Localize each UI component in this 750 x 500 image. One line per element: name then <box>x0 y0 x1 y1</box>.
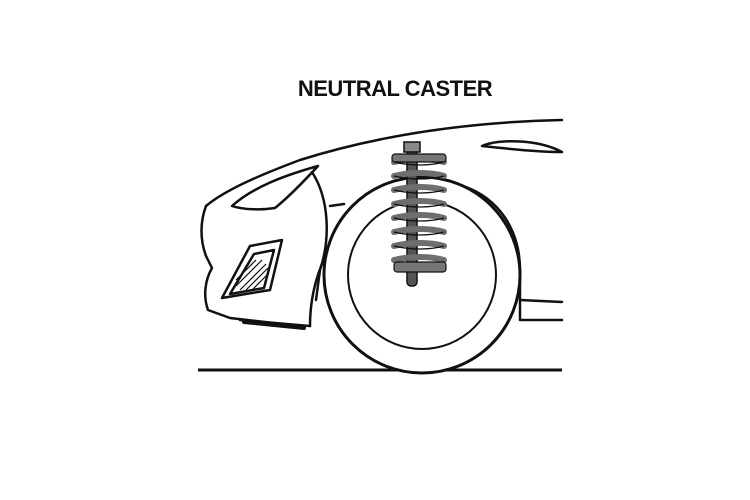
top-mount-nut <box>403 141 421 153</box>
coilover-spring <box>391 141 447 287</box>
upper-perch <box>391 153 447 163</box>
lower-perch <box>393 261 447 273</box>
car-body <box>200 118 564 330</box>
fog-light-grille <box>235 259 269 291</box>
front-wheel <box>322 175 522 375</box>
diagram-title: NEUTRAL CASTER <box>297 76 493 101</box>
